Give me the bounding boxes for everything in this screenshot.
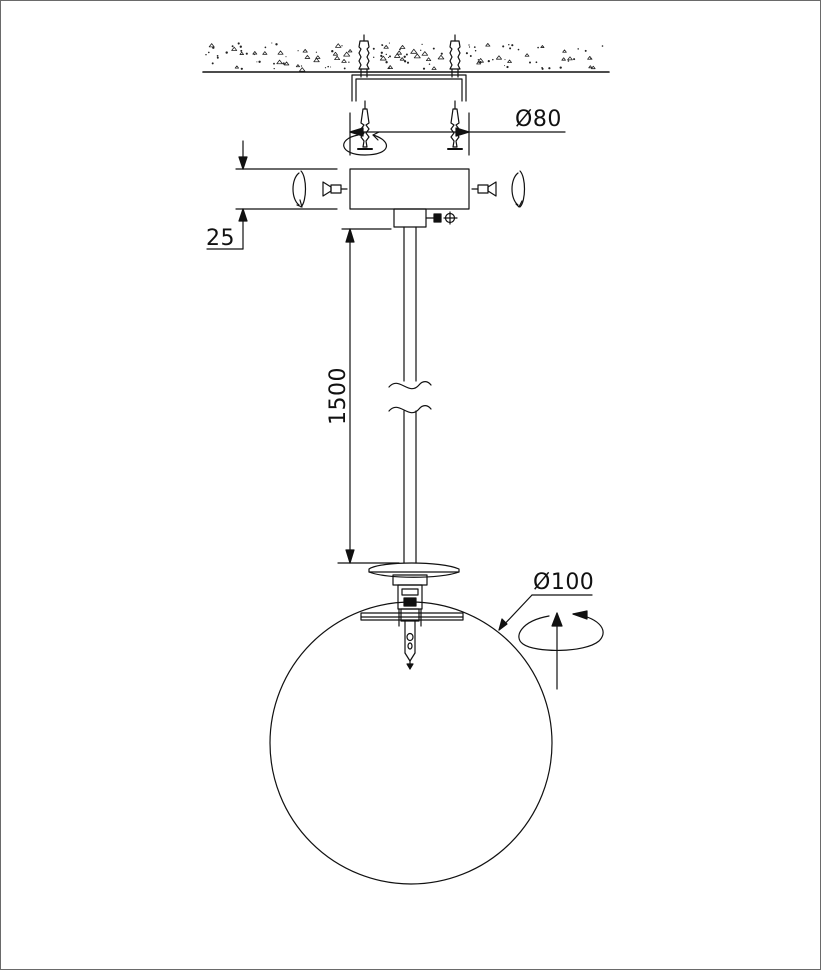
dimension-canopy-diameter: Ø80 — [349, 107, 566, 156]
ceiling-concrete-icon — [202, 42, 610, 73]
rod-length-label: 1500 — [326, 367, 351, 425]
dimension-globe-diameter: Ø100 — [498, 570, 594, 631]
rotation-arrow-left-icon — [292, 170, 307, 208]
dimension-canopy-height: 25 — [206, 140, 338, 251]
set-screw-right-icon — [471, 181, 497, 197]
mounting-bracket-icon — [351, 74, 467, 102]
set-screw-left-icon — [322, 181, 348, 197]
socket-holder-icon — [397, 584, 423, 670]
wall-anchor-right-icon — [449, 34, 461, 78]
rod-break-symbol-icon — [388, 381, 432, 414]
screw-left-icon — [357, 100, 373, 150]
glass-globe-icon — [269, 601, 553, 885]
cable-gland-icon — [425, 211, 458, 225]
canopy-height-label: 25 — [206, 226, 235, 251]
globe-fitter-ring — [360, 612, 464, 621]
cup-plate-icon — [368, 562, 460, 586]
screw-right-icon — [447, 100, 463, 150]
canopy-diameter-label: Ø80 — [515, 107, 562, 132]
rotation-arrow-globe-icon — [518, 610, 604, 690]
rotation-arrow-right-icon — [511, 170, 526, 208]
dimension-rod-length: 1500 — [326, 228, 400, 564]
wall-anchor-left-icon — [358, 34, 370, 78]
globe-diameter-label: Ø100 — [533, 570, 594, 595]
suspension-rod — [403, 226, 417, 564]
